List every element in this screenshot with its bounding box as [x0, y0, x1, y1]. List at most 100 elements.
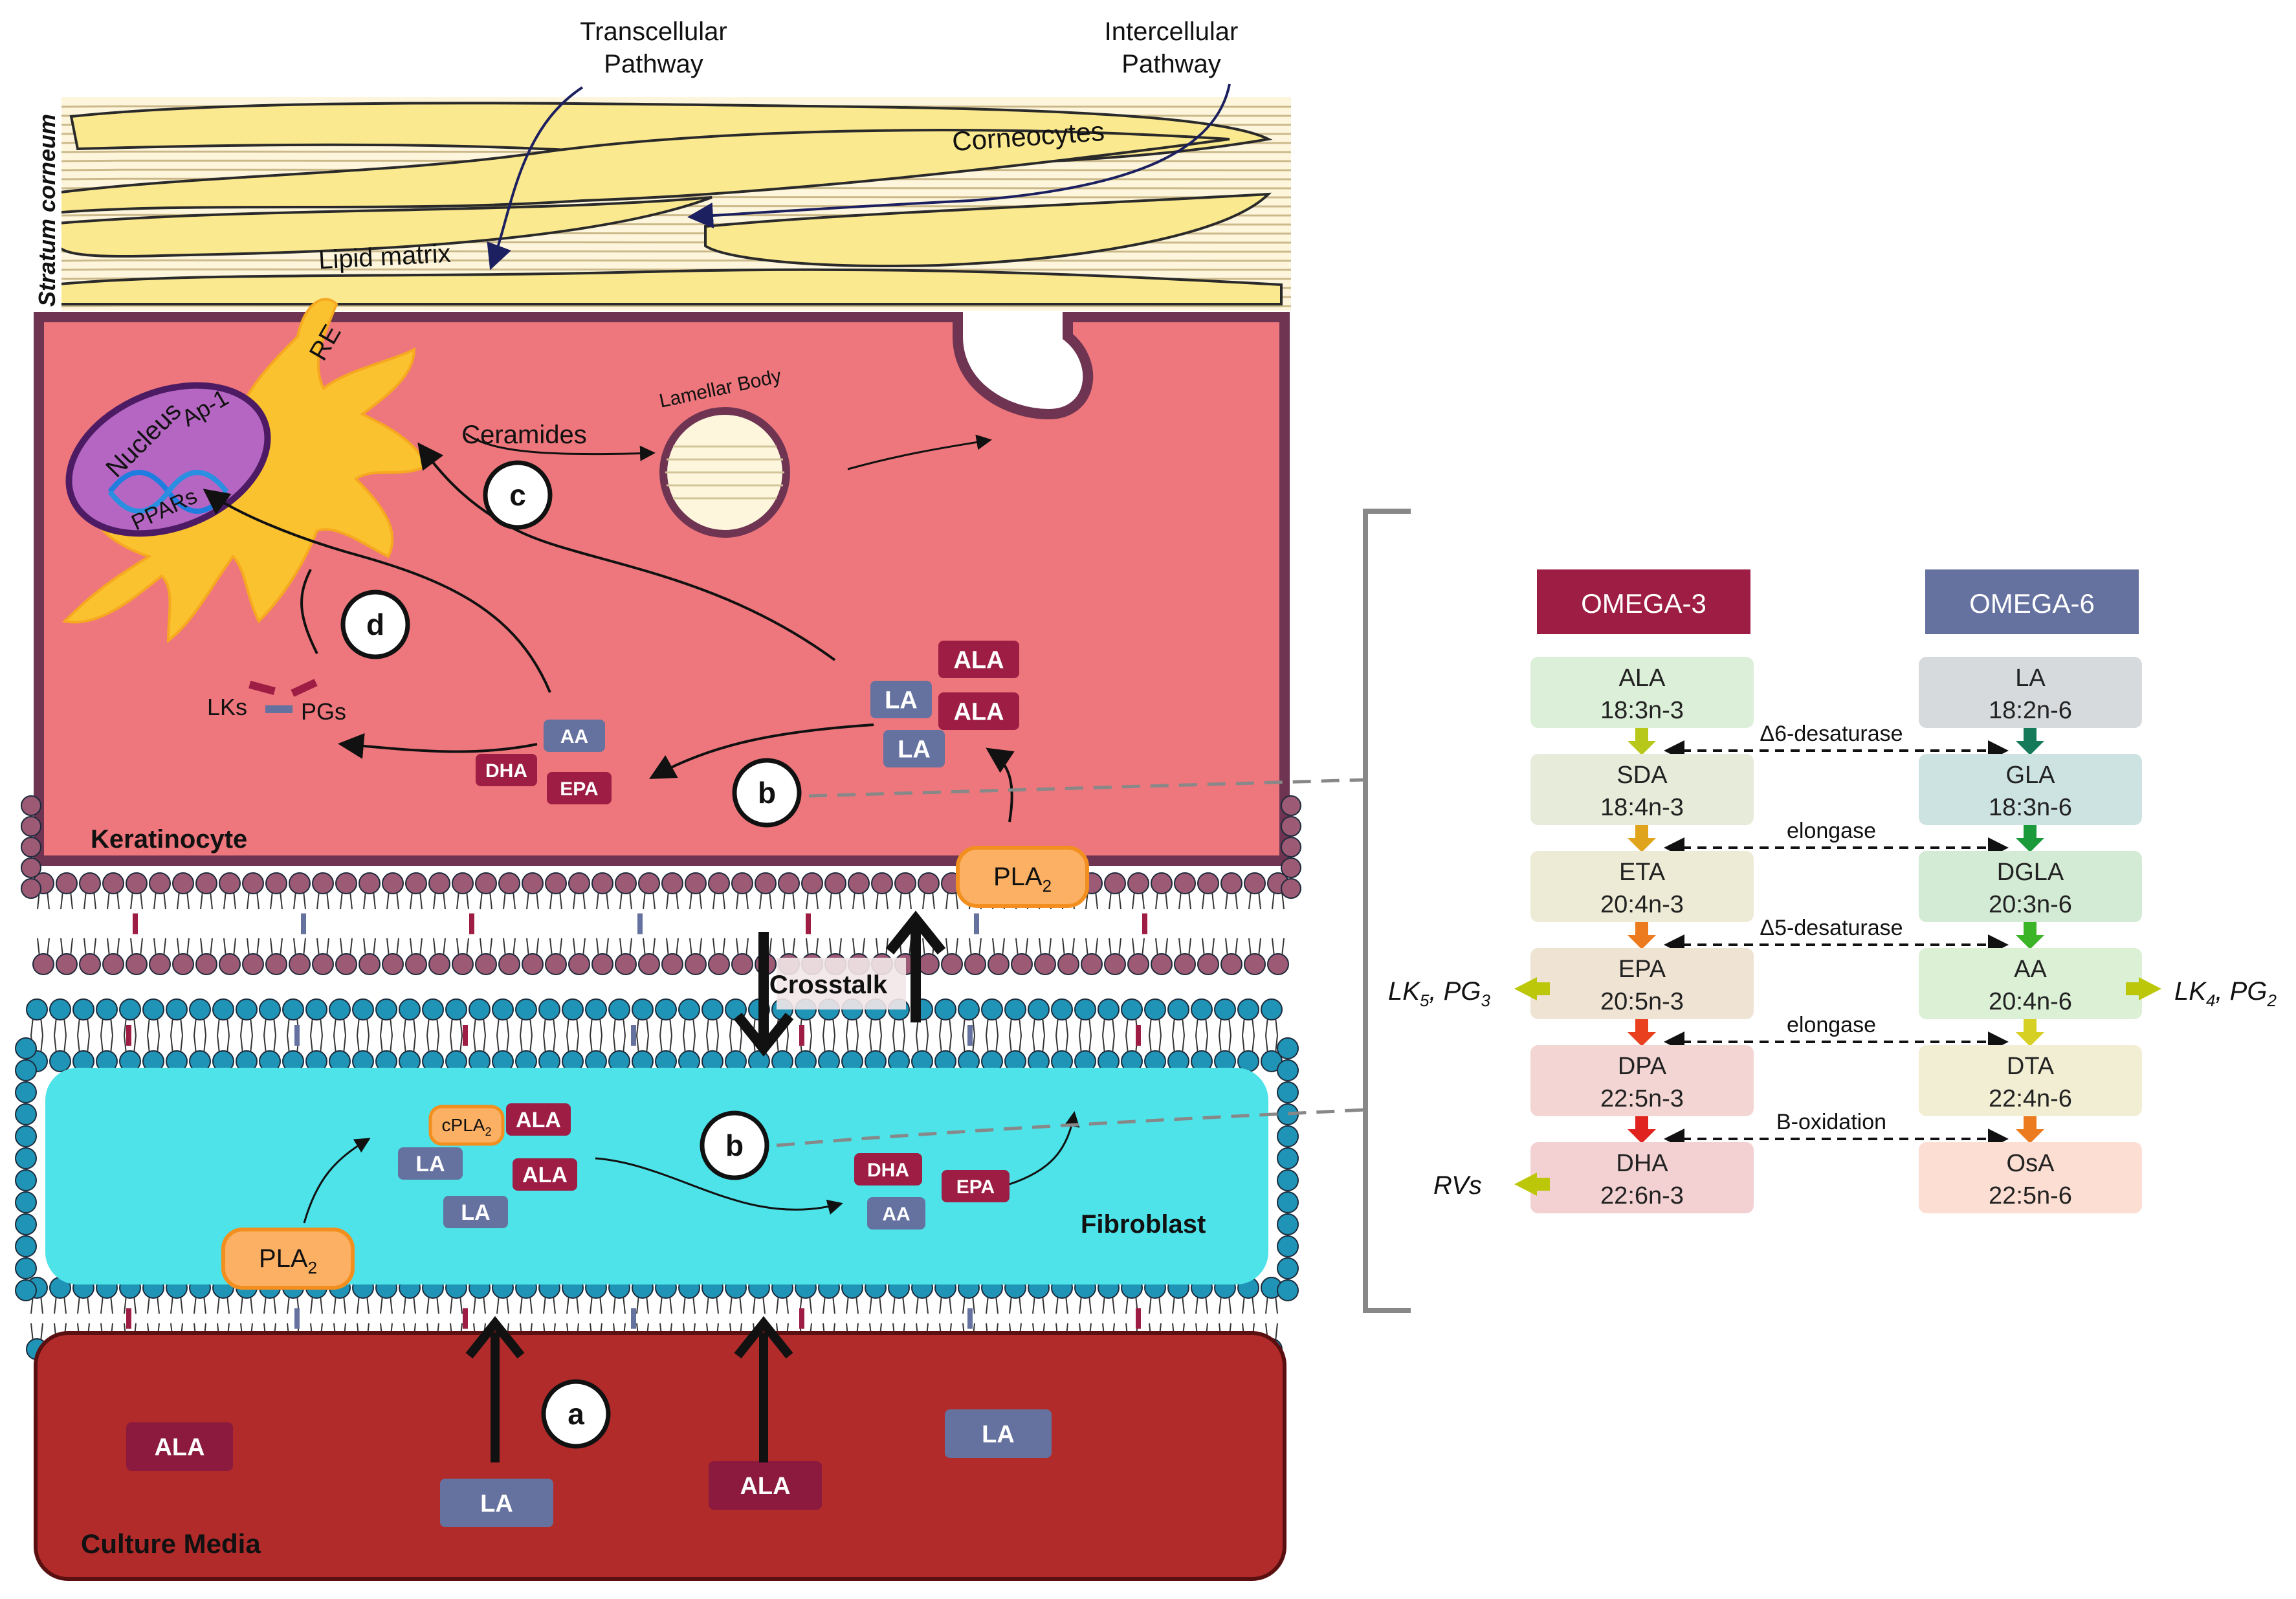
svg-text:GLA: GLA [2005, 762, 2055, 789]
svg-text:DGLA: DGLA [1997, 859, 2064, 886]
epa-products: LK5, PG3 [1388, 977, 1550, 1010]
cpla2: cPLA2 [428, 1105, 505, 1146]
omega6-box-dgla: DGLA 20:3n-6 [1919, 851, 2142, 922]
svg-text:ALA: ALA [516, 1108, 561, 1132]
svg-text:LA: LA [898, 736, 931, 764]
kera-tag-la: LA [883, 730, 945, 767]
fibro-tag-ala: ALA [513, 1158, 577, 1191]
svg-text:LK5, PG3: LK5, PG3 [1388, 977, 1490, 1010]
svg-text:b: b [725, 1129, 744, 1162]
svg-text:DHA: DHA [1616, 1150, 1668, 1177]
ceramides-label: Ceramides [461, 421, 586, 449]
svg-text:20:3n-6: 20:3n-6 [1989, 891, 2072, 918]
kera-tag-aa: AA [544, 720, 605, 752]
svg-text:ALA: ALA [953, 647, 1004, 674]
transcellular-label-2: Pathway [604, 50, 703, 78]
kera-tag-ala: ALA [938, 641, 1019, 678]
step-marker-b: b [700, 1110, 769, 1180]
svg-text:DTA: DTA [2007, 1053, 2055, 1080]
svg-text:22:5n-3: 22:5n-3 [1600, 1085, 1684, 1112]
fibroblast-membrane-top [26, 998, 1294, 1072]
svg-text:PLA2: PLA2 [993, 863, 1052, 896]
svg-text:LA: LA [480, 1490, 513, 1517]
keratinocyte-label: Keratinocyte [91, 825, 247, 854]
step-marker-c: c [483, 460, 553, 530]
svg-text:18:3n-3: 18:3n-3 [1600, 697, 1684, 724]
media-tag-la: LA [440, 1479, 553, 1527]
omega6-box-dta: DTA 22:4n-6 [1919, 1045, 2142, 1116]
lipid-matrix-label: Lipid matrix [318, 239, 452, 275]
svg-text:a: a [568, 1397, 584, 1431]
media-fa-tags: ALA LA LA ALA [126, 1409, 1052, 1527]
svg-text:22:4n-6: 22:4n-6 [1989, 1085, 2072, 1112]
culture-media [34, 1331, 1286, 1581]
omega6-header-box [1925, 569, 2139, 634]
svg-text:20:4n-3: 20:4n-3 [1600, 891, 1684, 918]
fibro-tag-epa: EPA [942, 1170, 1010, 1202]
omega6-box-la: LA 18:2n-6 [1919, 657, 2142, 728]
transcellular-label-1: Transcellular [580, 17, 727, 46]
svg-text:18:4n-3: 18:4n-3 [1600, 794, 1684, 821]
step-marker-b: b [732, 758, 802, 828]
kera-tag-ala: ALA [938, 692, 1019, 730]
crosstalk-arrows [733, 910, 946, 1057]
fibroblast-membrane-right [1277, 1037, 1299, 1301]
lks-pgs-icons [248, 679, 318, 713]
fibro-tag-aa: AA [867, 1197, 925, 1230]
transcellular-arrow [487, 86, 584, 270]
omega3-header: OMEGA-3 [1581, 588, 1706, 619]
fibro-tag-dha: DHA [854, 1153, 922, 1185]
svg-text:LA: LA [2015, 665, 2046, 692]
svg-text:OsA: OsA [2007, 1150, 2055, 1177]
lks-label: LKs [207, 694, 247, 720]
dha-products: RVs [1433, 1171, 1550, 1200]
corneocyte-2 [44, 129, 1230, 215]
intercellular-arrow [687, 83, 1231, 228]
svg-text:AA: AA [2014, 956, 2047, 983]
svg-text:LK4, PG2: LK4, PG2 [2174, 977, 2277, 1010]
stratum-corneum-layer: Stratum corneum [34, 97, 1292, 311]
omega3-header-box [1537, 569, 1750, 634]
svg-text:20:5n-3: 20:5n-3 [1600, 988, 1684, 1015]
svg-text:18:2n-6: 18:2n-6 [1989, 697, 2072, 724]
svg-text:DHA: DHA [485, 760, 527, 782]
enzyme-label: elongase [1787, 1013, 1876, 1037]
omega6-box-osa: OsA 22:5n-6 [1919, 1142, 2142, 1213]
svg-text:ALA: ALA [740, 1473, 790, 1500]
uptake-arrows [465, 1316, 793, 1462]
svg-text:22:5n-6: 22:5n-6 [1989, 1182, 2072, 1209]
keratinocyte-pla2: PLA2 [956, 846, 1089, 908]
step-marker-a: a [541, 1379, 611, 1449]
corneocyte-5 [50, 268, 1283, 305]
stratum-corneum-label: Stratum corneum [34, 114, 60, 307]
fibro-tag-la: LA [443, 1196, 508, 1228]
svg-text:LA: LA [982, 1421, 1015, 1448]
svg-text:ALA: ALA [953, 699, 1004, 726]
keratinocyte-membrane-right [1281, 795, 1301, 899]
pathway-bracket [1363, 509, 1411, 1313]
omega3-box-sda: SDA 18:4n-3 [1530, 754, 1754, 825]
omega3-box-ala: ALA 18:3n-3 [1530, 657, 1754, 728]
enzyme-label: Δ6-desaturase [1760, 722, 1903, 746]
svg-text:AA: AA [560, 726, 588, 747]
svg-text:ALA: ALA [154, 1434, 204, 1461]
enzyme-label: elongase [1787, 819, 1876, 843]
corneocyte-3 [57, 196, 712, 258]
svg-text:ALA: ALA [1619, 665, 1666, 692]
svg-text:cPLA2: cPLA2 [442, 1115, 492, 1138]
svg-text:c: c [509, 478, 526, 512]
kera-tag-epa: EPA [547, 772, 612, 804]
keratinocyte-membrane [32, 872, 1289, 975]
corneocyte-4 [704, 192, 1272, 267]
svg-text:LA: LA [461, 1200, 490, 1225]
enzyme-label: Δ5-desaturase [1760, 916, 1903, 940]
svg-text:SDA: SDA [1617, 762, 1668, 789]
omega3-box-eta: ETA 20:4n-3 [1530, 851, 1754, 922]
svg-text:ETA: ETA [1619, 859, 1666, 886]
crosstalk-label: Crosstalk [769, 971, 888, 999]
svg-text:EPA: EPA [956, 1176, 995, 1198]
